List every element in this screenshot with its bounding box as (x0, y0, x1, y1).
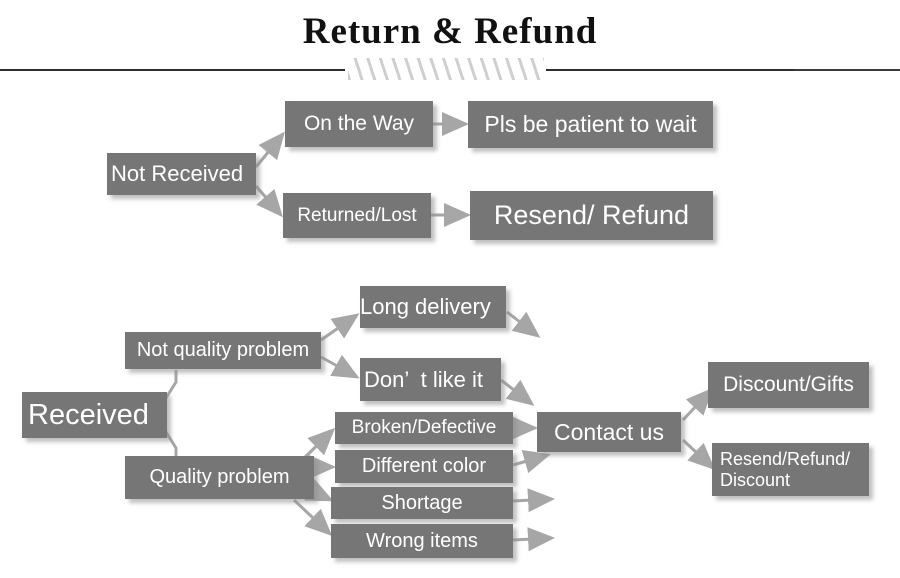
edge-not-received-to-returned-lost (254, 185, 283, 218)
edge-quality-to-shortage (304, 478, 334, 502)
edge-received-to-quality-problem (164, 431, 178, 456)
node-returned-lost[interactable]: Returned/Lost (283, 193, 431, 238)
node-long-delivery[interactable]: Long delivery (360, 286, 506, 328)
node-contact-us[interactable]: Contact us (537, 412, 681, 452)
edge-long-delivery-to-contact-us (506, 310, 541, 338)
page-title: Return & Refund (302, 11, 598, 52)
edge-dont-like-it-to-contact-us (500, 378, 535, 406)
node-pls-be-patient-to-wait[interactable]: Pls be patient to wait (468, 101, 713, 148)
diagonal-hatch-icon (348, 58, 544, 80)
edge-not-quality-to-dont-like-it (320, 354, 360, 379)
edge-different-color-to-contact-us (512, 450, 551, 474)
divider-rule-right (546, 69, 900, 71)
divider-rule-tail (794, 69, 900, 71)
edge-not-quality-to-long-delivery (320, 313, 360, 342)
edge-received-to-not-quality-problem (164, 370, 178, 399)
divider-rule-left (0, 69, 345, 71)
node-on-the-way[interactable]: On the Way (285, 101, 433, 147)
node-shortage[interactable]: Shortage (331, 487, 513, 519)
node-different-color[interactable]: Different color (335, 450, 513, 483)
edge-quality-to-wrong-items (292, 498, 333, 537)
edge-not-received-to-on-the-way (254, 131, 285, 168)
node-received[interactable]: Received (22, 392, 167, 438)
node-quality-problem[interactable]: Quality problem (125, 456, 314, 499)
edge-contact-us-to-resend-refund-discount (681, 438, 716, 471)
node-wrong-items[interactable]: Wrong items (331, 524, 513, 558)
node-resend-refund-discount[interactable]: Resend/Refund/ Discount (712, 443, 869, 496)
node-broken-defective[interactable]: Broken/Defective (335, 412, 513, 444)
edge-wrong-items-to-contact-us (512, 527, 555, 552)
header-divider (0, 58, 900, 82)
node-resend-refund[interactable]: Resend/ Refund (470, 191, 713, 240)
node-dont-like-it[interactable]: Don’ t like it (360, 358, 501, 401)
edge-contact-us-to-discount-gifts (681, 387, 714, 422)
node-not-quality-problem[interactable]: Not quality problem (125, 332, 321, 369)
node-discount-gifts[interactable]: Discount/Gifts (708, 362, 869, 408)
node-not-received[interactable]: Not Received (107, 153, 256, 195)
edge-shortage-to-contact-us (512, 488, 555, 513)
